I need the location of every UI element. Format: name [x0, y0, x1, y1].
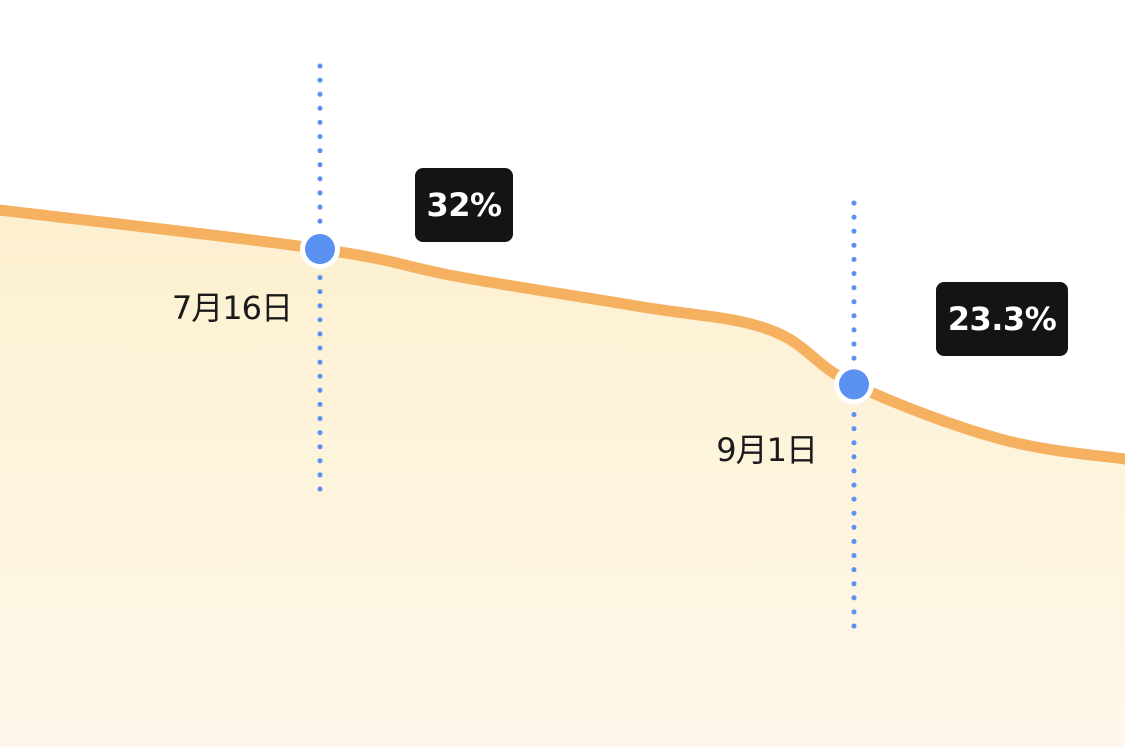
data-markers: [300, 229, 874, 405]
value-badge-july16: 32%: [415, 168, 513, 242]
value-badge-sep1: 23.3%: [936, 282, 1068, 356]
marker-dot: [305, 234, 335, 264]
date-label-july16: 7月16日: [171, 289, 293, 327]
guide-lines: [317, 63, 857, 639]
marker-dot: [839, 369, 869, 400]
area-fill: [0, 210, 1125, 747]
date-label-sep1: 9月1日: [716, 431, 818, 469]
